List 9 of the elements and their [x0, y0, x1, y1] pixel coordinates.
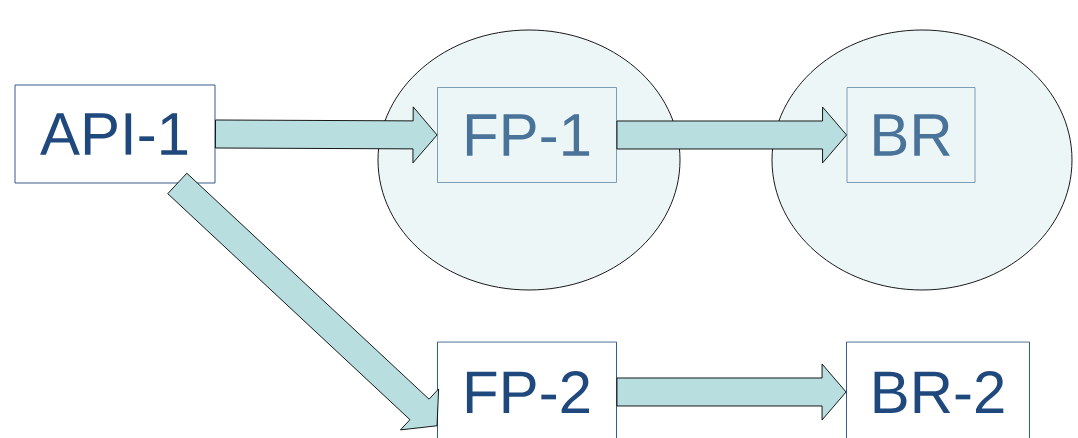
block-arrow [616, 363, 847, 421]
process-box: BR [846, 87, 976, 183]
block-arrow [167, 172, 440, 431]
block-arrow [616, 106, 847, 164]
process-box: FP-1 [437, 87, 617, 183]
process-box: API-1 [14, 84, 216, 184]
process-box: FP-2 [437, 341, 617, 438]
block-arrow [214, 106, 438, 164]
process-box: BR-2 [846, 341, 1030, 438]
